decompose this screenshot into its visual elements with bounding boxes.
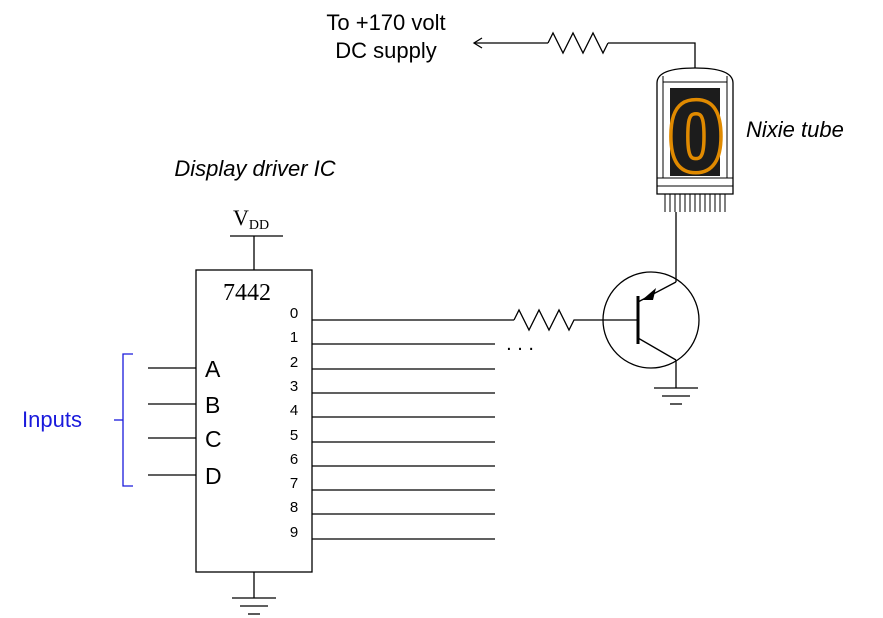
nixie-pins (664, 194, 726, 212)
input-b-label: B (205, 392, 220, 418)
output-4-label: 4 (290, 402, 298, 419)
output-5-label: 5 (290, 427, 298, 444)
svg-text:VDD: VDD (233, 205, 269, 233)
nixie-glowing-digit: 0 (669, 81, 724, 191)
ic-part-number: 7442 (223, 280, 271, 306)
output-3-label: 3 (290, 378, 298, 395)
output-7-label: 7 (290, 475, 298, 492)
input-a-label: A (205, 356, 221, 382)
output-2-label: 2 (290, 354, 298, 371)
output-8-label: 8 (290, 499, 298, 516)
input-d-label: D (205, 463, 222, 489)
continuation-dots: . . . (506, 333, 534, 355)
ic-body (195, 269, 313, 573)
nixie-label: Nixie tube (746, 117, 844, 142)
ic-title: Display driver IC (174, 156, 335, 181)
vdd-label: VDD (233, 205, 269, 233)
output-6-label: 6 (290, 451, 298, 468)
output-0-label: 0 (290, 305, 298, 322)
supply-label-line1: To +170 volt (326, 10, 445, 35)
transistor-ground-symbol (654, 387, 698, 405)
supply-arrow (472, 37, 548, 49)
input-c-label: C (205, 426, 222, 452)
ic-ground-symbol (232, 597, 276, 615)
supply-to-anode-wire (608, 42, 696, 68)
supply-label-line2: DC supply (335, 38, 436, 63)
supply-resistor (547, 31, 609, 55)
nixie-tube (656, 67, 734, 212)
output-9-label: 9 (290, 524, 298, 541)
ic-output-pins: 0 1 2 3 4 5 6 7 8 9 (290, 305, 495, 541)
inputs-label: Inputs (22, 407, 82, 432)
base-resistor (513, 308, 603, 332)
output-1-label: 1 (290, 329, 298, 346)
inputs-bracket (122, 353, 133, 487)
